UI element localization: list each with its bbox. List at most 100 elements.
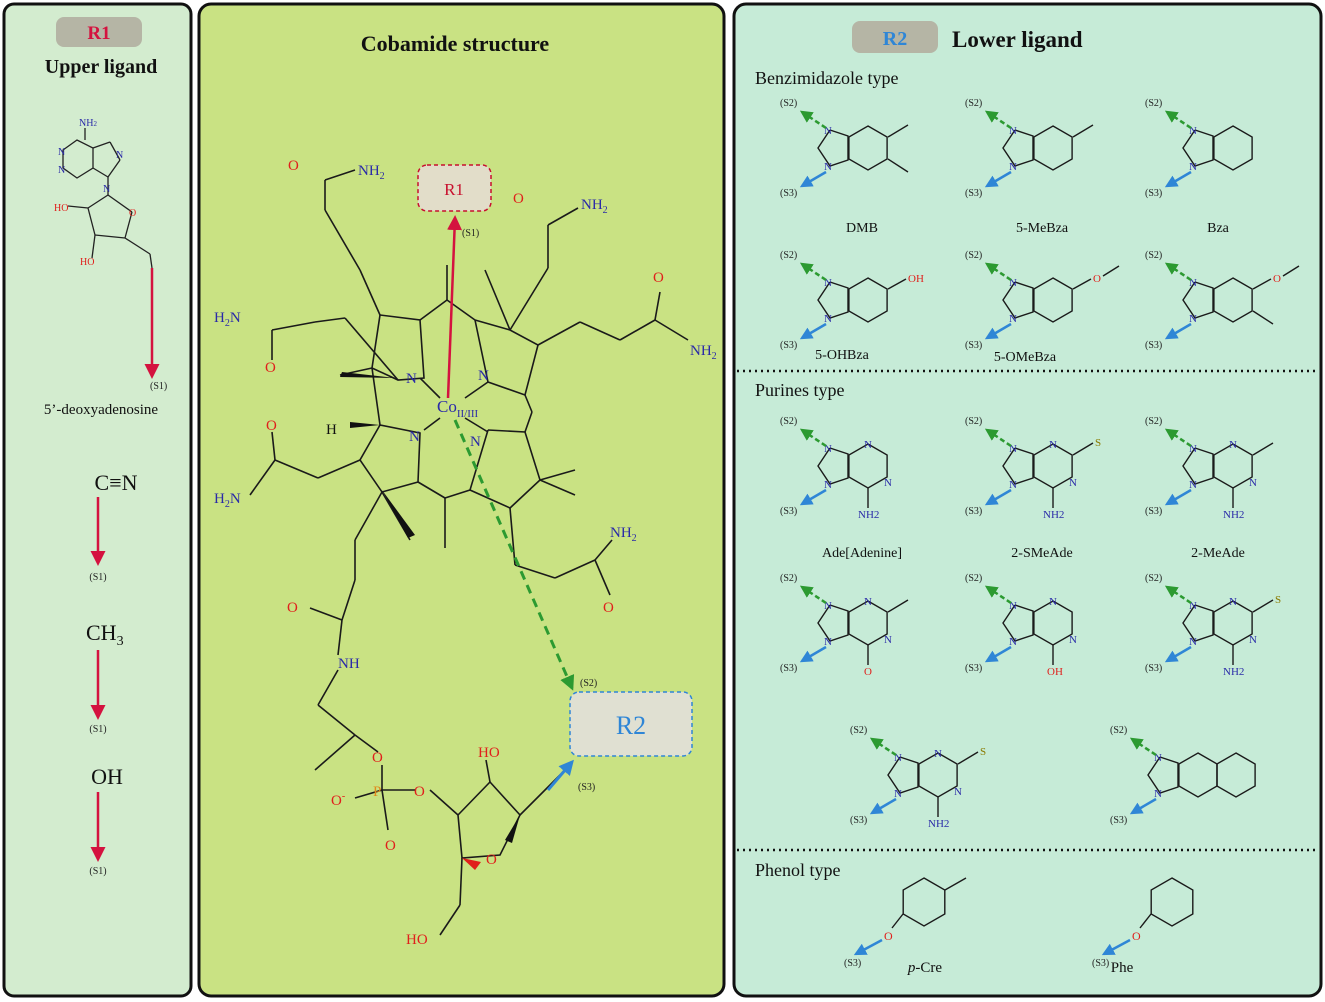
imidazole-ring: [1002, 129, 1034, 167]
cyano-label: C≡N: [95, 470, 138, 495]
lower-s3-arrow: [1129, 797, 1157, 815]
substituent-bond: [1102, 265, 1120, 277]
s3-label: (S3): [965, 340, 982, 351]
amide-ll-o: O: [266, 418, 277, 434]
ring-n-top: N: [824, 277, 832, 289]
ribose-ring-o: O: [486, 852, 497, 868]
ring-n-top: N: [1009, 443, 1017, 455]
imidazole-ring: [817, 281, 849, 319]
ring-n-3: N: [1049, 596, 1057, 608]
six-ring: [848, 125, 888, 171]
substituent-atom: S: [1275, 594, 1281, 606]
ligand-structure: NN(S2)(S3): [965, 98, 1094, 199]
lower-s2-arrow: [984, 585, 1012, 605]
benzimidazole-label: 5-OHBza: [815, 348, 869, 363]
methyl-site-label: (S1): [89, 724, 106, 735]
amide-l-h2n: H2N: [214, 310, 241, 329]
six-ring: [1033, 125, 1073, 171]
lower-s2-arrow: [1164, 110, 1192, 130]
s2-label: (S2): [1145, 250, 1162, 261]
adenosine-n1: N: [58, 147, 65, 158]
ring-n-top: N: [824, 443, 832, 455]
s2-label: (S2): [1145, 573, 1162, 584]
phosphate-o-double: O: [385, 838, 396, 854]
substituent-atom: OH: [908, 273, 924, 285]
phenol-structure: O(S3)Phe: [1092, 877, 1194, 976]
substituent-atom: NH2: [858, 509, 879, 521]
substituent-bond: [957, 751, 979, 765]
substituent-atom: NH2: [928, 818, 949, 830]
lower-s3-arrow: [799, 488, 827, 506]
phosphate-o-minus: O-: [331, 791, 345, 809]
imidazole-ring: [1002, 281, 1034, 319]
linker-nh: NH: [338, 656, 360, 672]
ligand-structure: NN(S2)(S3): [1145, 98, 1253, 199]
benzimidazole-label: 5-MeBza: [1016, 221, 1069, 236]
s3-label: (S3): [780, 506, 797, 517]
r2-box-label: R2: [616, 711, 646, 740]
substituent-atom: OH: [1047, 666, 1063, 678]
lower-s2-arrow: [1129, 737, 1157, 757]
cobalt-label: CoII/III: [437, 397, 479, 420]
s3-label: (S3): [780, 188, 797, 199]
six-ring: [1033, 277, 1073, 323]
imidazole-ring: [887, 756, 919, 794]
left-panel-header: R1 Upper ligand: [45, 17, 157, 78]
deoxyadenosine-atoms: NH2 N N N N HO HO O: [54, 118, 136, 268]
phenol-o: O: [1132, 929, 1141, 943]
corrin-h: H: [326, 422, 337, 438]
ring-n-bottom: N: [824, 161, 832, 173]
ring-n-1: N: [1249, 634, 1257, 646]
ring-n-3: N: [864, 596, 872, 608]
substituent-bond: [1072, 442, 1094, 456]
ring-n-top: N: [824, 125, 832, 137]
section-benzimidazole: Benzimidazole type: [755, 68, 898, 88]
imidazole-ring: [1182, 129, 1214, 167]
ring-n-top: N: [824, 600, 832, 612]
lower-s2-arrow: [799, 262, 827, 282]
ribose-ho-bottom: HO: [406, 932, 428, 948]
ring-n-bottom: N: [1189, 313, 1197, 325]
ring-n-3: N: [1229, 596, 1237, 608]
lower-s2-arrow: [984, 262, 1012, 282]
s3-label: (S3): [850, 815, 867, 826]
corrin-n-b: N: [478, 368, 489, 384]
phenol-structure: O(S3)p-Cre: [844, 877, 967, 976]
amide-ur-nh2: NH2: [581, 197, 608, 216]
r2-s3-label: (S3): [578, 782, 595, 793]
phenol-s3-arrow: [853, 938, 883, 956]
substituent-bond: [1252, 310, 1274, 325]
ring-n-3: N: [1229, 439, 1237, 451]
s2-label: (S2): [965, 98, 982, 109]
lower-s2-arrow: [1164, 585, 1192, 605]
phenol-o: O: [884, 929, 893, 943]
imidazole-ring: [1182, 447, 1214, 485]
ligand-structure: NN(S2)(S3): [1110, 725, 1256, 826]
ring-n-bottom: N: [824, 479, 832, 491]
lower-s3-arrow: [1164, 488, 1192, 506]
amide-ul-nh2: NH2: [358, 163, 385, 182]
adenosine-nh2: NH2: [79, 118, 97, 129]
lower-s3-arrow: [869, 797, 897, 815]
ring-n-bottom: N: [1189, 161, 1197, 173]
s3-label: (S3): [780, 340, 797, 351]
ring-n-bottom: N: [1009, 636, 1017, 648]
r2-box: [569, 691, 693, 757]
lower-ligand-title: Lower ligand: [952, 27, 1083, 52]
r2-s2-label: (S2): [580, 678, 597, 689]
phosphate-o-ester: O: [372, 750, 383, 766]
s2-label: (S2): [850, 725, 867, 736]
ring-n-top: N: [1189, 125, 1197, 137]
linker-o: O: [287, 600, 298, 616]
lower-s3-arrow: [984, 645, 1012, 663]
ring-n-bottom: N: [1009, 313, 1017, 325]
lower-s3-arrow: [799, 322, 827, 340]
ring-n-top: N: [1154, 752, 1162, 764]
substituent-bond: [1252, 599, 1274, 613]
